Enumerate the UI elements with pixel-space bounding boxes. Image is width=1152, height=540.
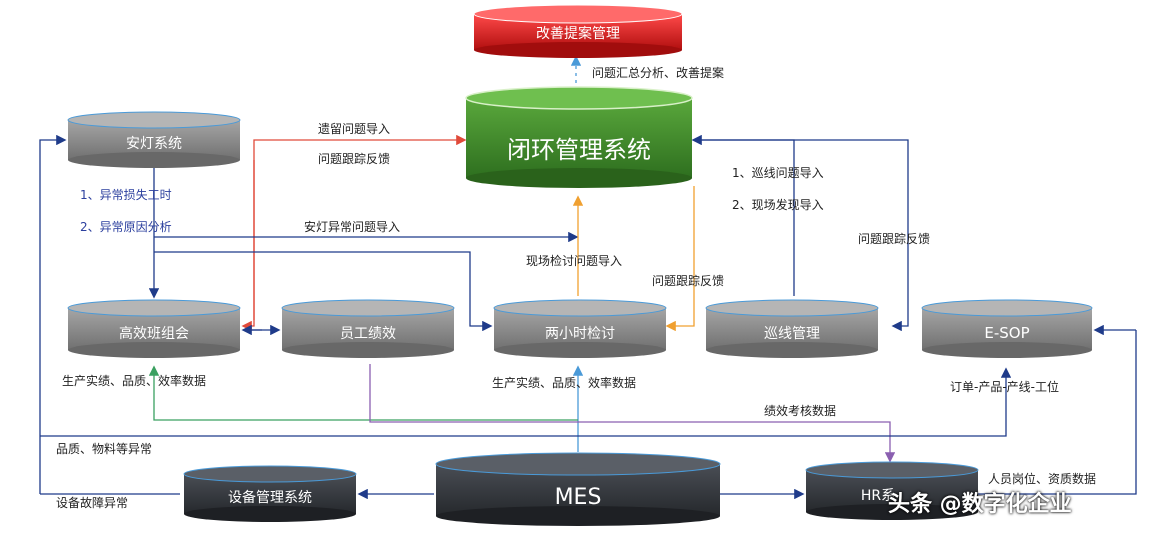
label-onsite-review-import: 现场检讨问题导入 — [526, 254, 623, 268]
label-andon-item-2: 2、异常原因分析 — [80, 220, 172, 234]
label-legacy-import: 遗留问题导入 — [318, 122, 391, 136]
label-quality-material-abnormal: 品质、物料等异常 — [56, 442, 153, 456]
conn-quality-to-andon — [39, 134, 67, 494]
label-summary-analysis: 问题汇总分析、改善提案 — [592, 66, 725, 80]
node-efficient-meeting: 高效班组会 — [67, 299, 241, 358]
node-andon-label: 安灯系统 — [126, 136, 182, 152]
node-staff-performance: 员工绩效 — [281, 299, 455, 358]
node-patrol-label: 巡线管理 — [764, 326, 820, 342]
node-closed-loop-label: 闭环管理系统 — [507, 136, 651, 164]
node-efficient-meeting-label: 高效班组会 — [119, 325, 189, 342]
node-closed-loop: 闭环管理系统 — [465, 86, 693, 188]
conn-andon-to-review — [154, 251, 493, 332]
node-esop: E-SOP — [921, 299, 1093, 358]
label-hr-data: 人员岗位、资质数据 — [988, 472, 1097, 486]
connectors — [39, 55, 1137, 500]
node-two-hour-review-label: 两小时检讨 — [545, 326, 615, 342]
node-equipment: 设备管理系统 — [183, 465, 357, 522]
conn-tracking-feedback-mid — [665, 186, 695, 332]
node-kaizen: 改善提案管理 — [473, 4, 683, 58]
node-hr-label: HR系 — [861, 488, 895, 504]
node-equipment-label: 设备管理系统 — [228, 489, 312, 506]
conn-mes-to-meeting — [148, 365, 578, 421]
node-mes: MES — [435, 452, 721, 526]
watermark: 头条 @数字化企业 — [888, 492, 1072, 517]
node-andon: 安灯系统 — [67, 111, 241, 168]
label-production-data-left: 生产实绩、品质、效率数据 — [62, 374, 207, 388]
node-mes-label: MES — [555, 485, 602, 510]
node-hr: HR系 — [805, 461, 979, 520]
conn-tracking-feedback-right — [694, 139, 909, 332]
node-kaizen-label: 改善提案管理 — [536, 25, 620, 42]
node-patrol: 巡线管理 — [705, 299, 879, 358]
label-tracking-feedback-mid: 问题跟踪反馈 — [652, 274, 725, 288]
conn-patrol-to-closed-loop — [691, 134, 795, 296]
label-tracking-feedback-left: 问题跟踪反馈 — [318, 152, 391, 166]
label-andon-import: 安灯异常问题导入 — [304, 220, 401, 234]
conn-hr-to-esop — [976, 330, 1137, 495]
label-tracking-feedback-right: 问题跟踪反馈 — [858, 232, 931, 246]
label-andon-item-1: 1、异常损失工时 — [80, 188, 172, 202]
node-staff-performance-label: 员工绩效 — [340, 326, 396, 342]
label-production-data-mid: 生产实绩、品质、效率数据 — [492, 376, 637, 390]
node-two-hour-review: 两小时检讨 — [493, 299, 667, 358]
conn-mes-to-esop — [40, 367, 1012, 437]
conn-perf-to-hr — [369, 364, 896, 463]
label-patrol-item-1: 1、巡线问题导入 — [732, 166, 824, 180]
conn-tracking-feedback-left — [241, 160, 255, 332]
label-patrol-item-2: 2、现场发现导入 — [732, 198, 824, 212]
label-order-product-line: 订单-产品-产线-工位 — [950, 380, 1059, 394]
node-esop-label: E-SOP — [984, 324, 1029, 342]
label-performance-data: 绩效考核数据 — [764, 404, 837, 418]
label-equipment-fault: 设备故障异常 — [56, 496, 129, 510]
